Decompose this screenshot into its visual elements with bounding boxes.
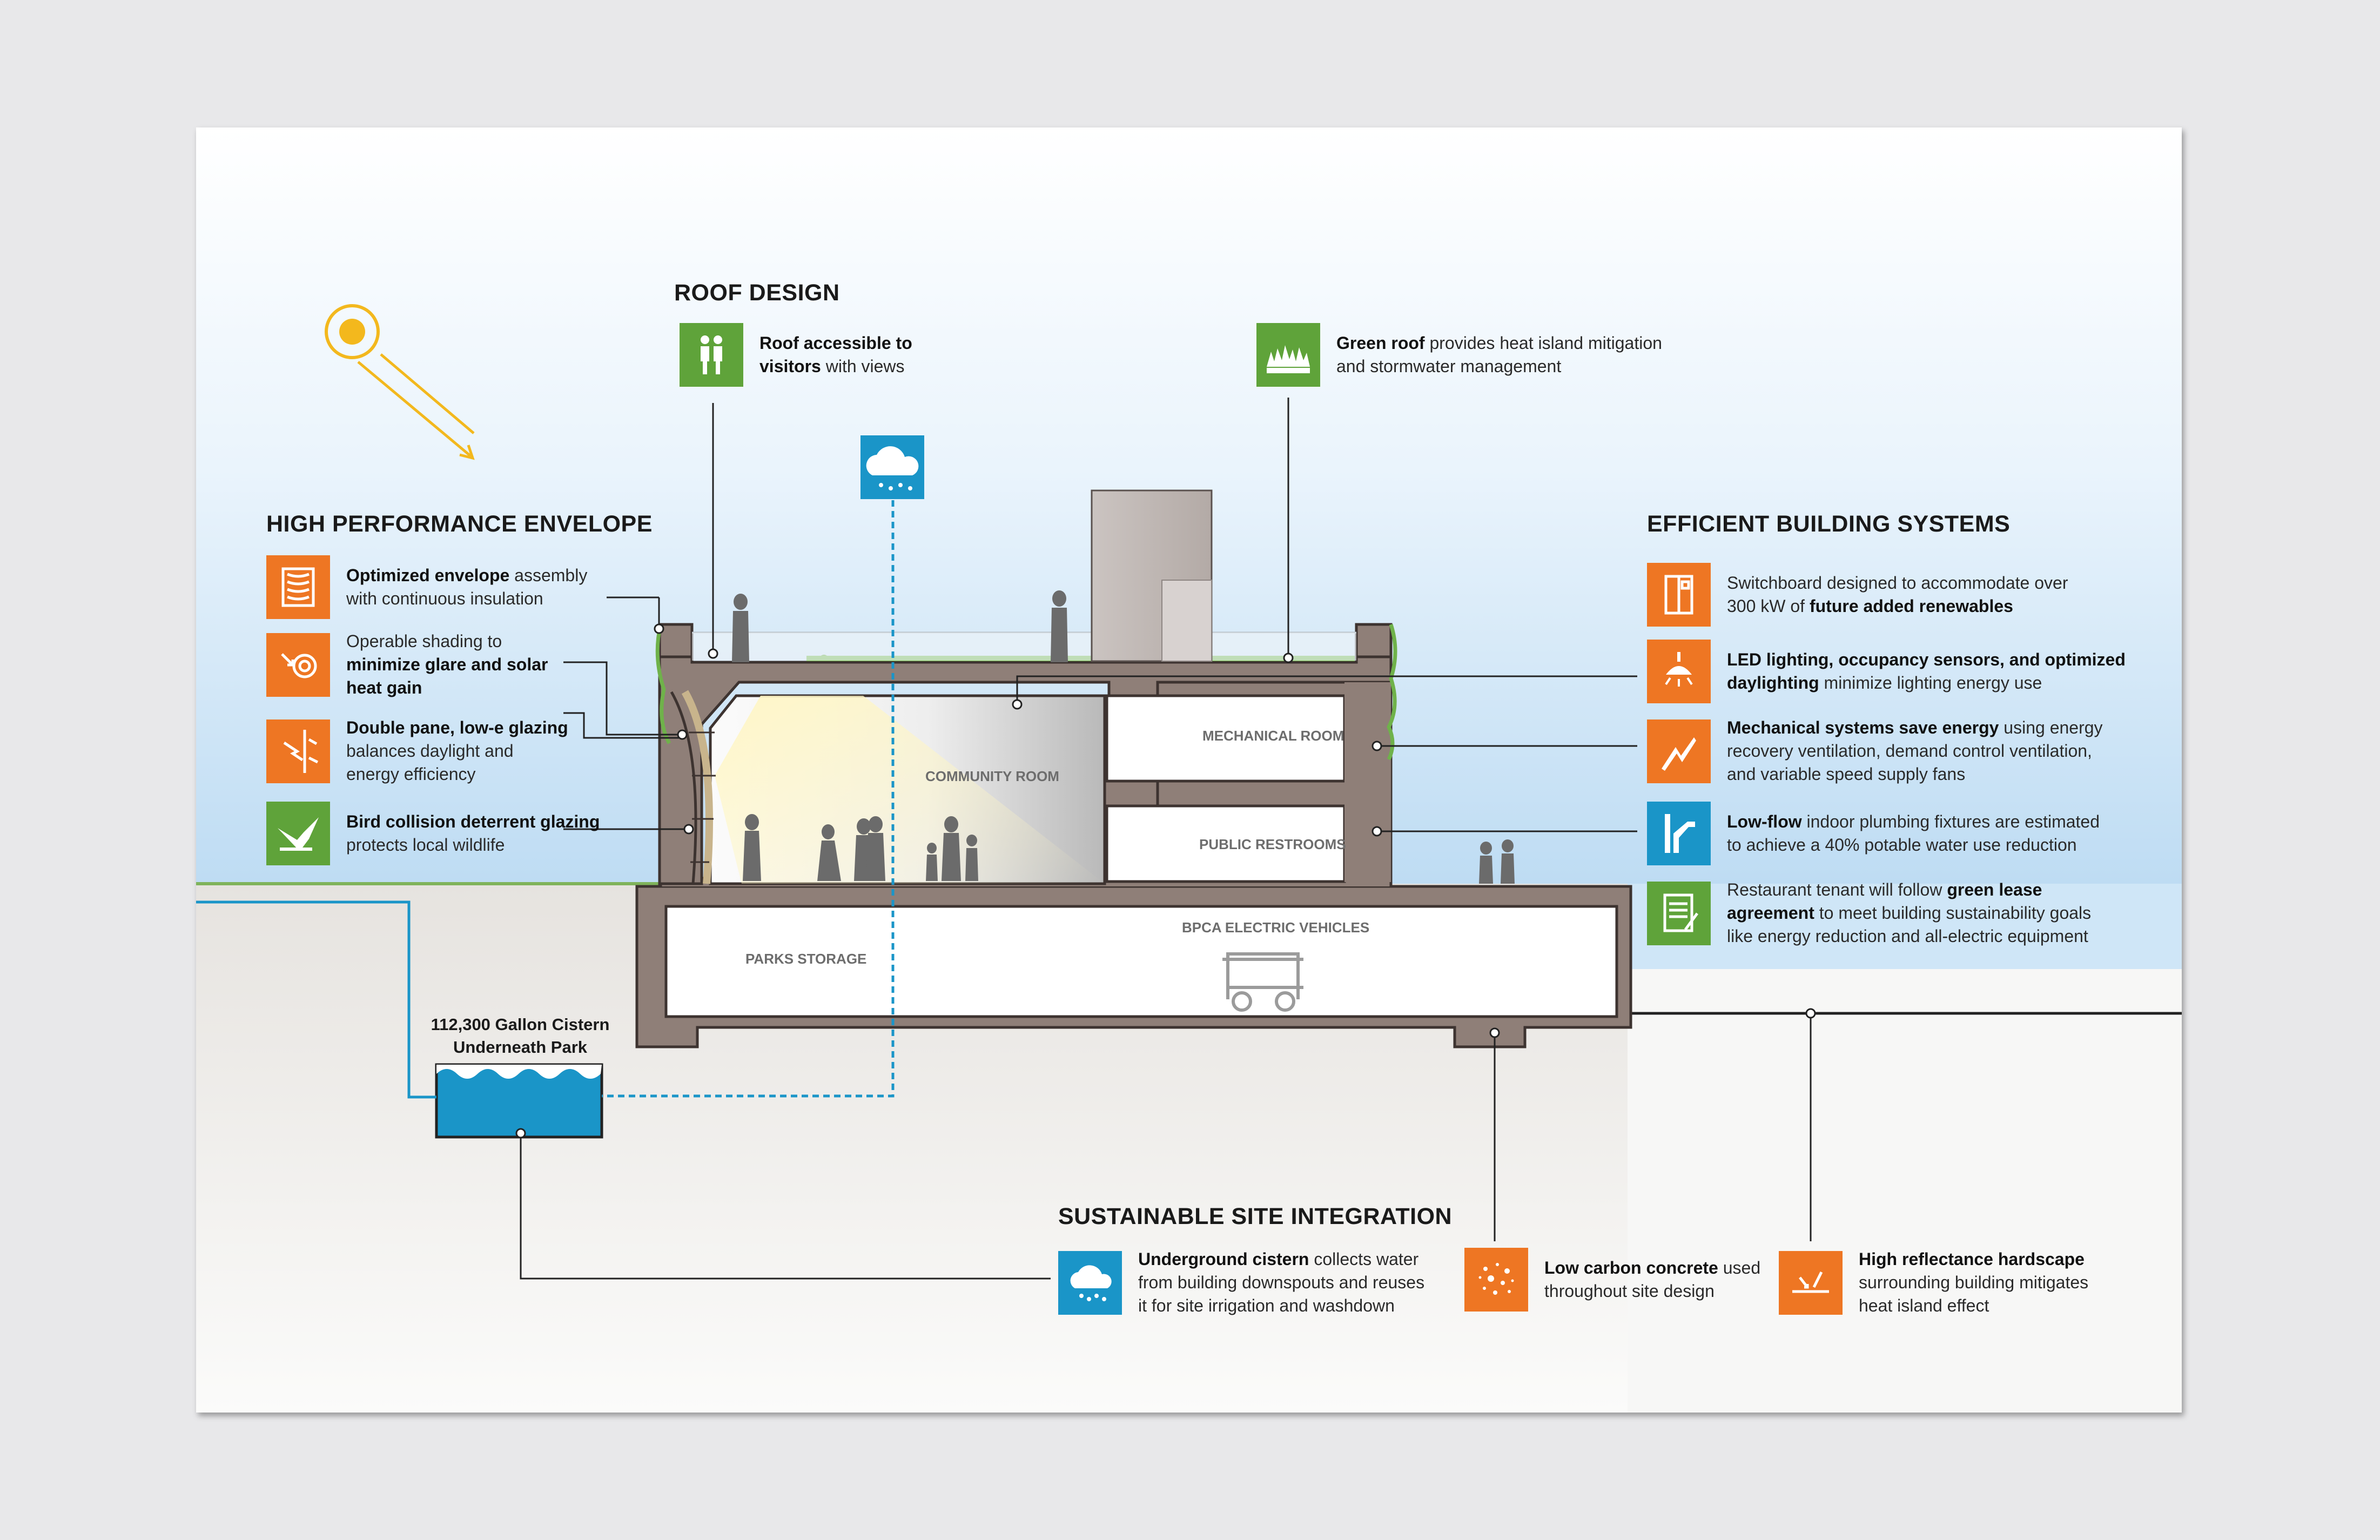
site-item-hardscape: High reflectance hardscape surrounding b… bbox=[1779, 1248, 2088, 1317]
envelope-item-insulation: Optimized envelope assembly with continu… bbox=[266, 555, 587, 619]
mechanical-icon bbox=[1647, 719, 1711, 783]
hardscape-icon bbox=[1779, 1250, 1843, 1315]
cistern-caption-line1: 112,300 Gallon Cistern bbox=[431, 1015, 610, 1034]
envelope-item-shading: Operable shading to minimize glare and s… bbox=[266, 630, 548, 700]
systems-item-lighting: LED lighting, occupancy sensors, and opt… bbox=[1647, 640, 2126, 703]
people-silhouettes bbox=[732, 590, 1515, 884]
site-item-cistern: Underground cistern collects water from … bbox=[1058, 1248, 1424, 1317]
heading-roof-design: ROOF DESIGN bbox=[674, 280, 840, 306]
glazing-icon bbox=[266, 719, 330, 783]
systems-item-lease: Restaurant tenant will follow green leas… bbox=[1647, 878, 2091, 948]
shading-icon bbox=[266, 633, 330, 697]
heading-envelope: HIGH PERFORMANCE ENVELOPE bbox=[266, 511, 653, 537]
roof-item-green-roof: Green roof provides heat island mitigati… bbox=[1256, 323, 1662, 387]
leader-lines bbox=[520, 398, 1812, 1280]
envelope-item-bird: Bird collision deterrent glazing protect… bbox=[266, 802, 600, 865]
roof-item-visitors: Roof accessible to visitors with views bbox=[680, 323, 912, 387]
envelope-item-glazing: Double pane, low-e glazing balances dayl… bbox=[266, 716, 568, 786]
cistern-caption-line2: Underneath Park bbox=[453, 1038, 588, 1057]
building-section-drawing bbox=[196, 127, 2182, 1413]
systems-item-switchboard: Switchboard designed to accommodate over… bbox=[1647, 563, 2068, 627]
rain-cloud-icon bbox=[1058, 1250, 1122, 1315]
visitors-icon bbox=[680, 323, 743, 387]
heading-site: SUSTAINABLE SITE INTEGRATION bbox=[1058, 1203, 1453, 1229]
room-label-vehicles: BPCA ELECTRIC VEHICLES bbox=[1182, 919, 1370, 936]
lighting-icon bbox=[1647, 640, 1711, 703]
plumbing-icon bbox=[1647, 802, 1711, 865]
lease-icon bbox=[1647, 881, 1711, 945]
concrete-icon bbox=[1464, 1248, 1528, 1312]
bird-icon bbox=[266, 802, 330, 865]
diagram-board: COMMUNITY ROOM MECHANICAL ROOM PUBLIC RE… bbox=[196, 127, 2182, 1413]
room-label-mechanical: MECHANICAL ROOM bbox=[1202, 728, 1344, 744]
cistern-caption: 112,300 Gallon Cistern Underneath Park bbox=[415, 1013, 626, 1059]
sun-icon bbox=[325, 304, 475, 460]
room-label-storage: PARKS STORAGE bbox=[745, 951, 867, 967]
systems-item-plumbing: Low-flow indoor plumbing fixtures are es… bbox=[1647, 802, 2100, 865]
switchboard-icon bbox=[1647, 563, 1711, 627]
rain-cloud-icon-building bbox=[860, 435, 924, 499]
systems-item-mechanical: Mechanical systems save energy using ene… bbox=[1647, 716, 2103, 786]
room-label-restrooms: PUBLIC RESTROOMS bbox=[1199, 836, 1346, 852]
curved-glazing bbox=[670, 690, 716, 884]
green-roof-icon bbox=[1256, 323, 1320, 387]
room-label-community: COMMUNITY ROOM bbox=[925, 768, 1059, 784]
heading-systems: EFFICIENT BUILDING SYSTEMS bbox=[1647, 511, 2011, 537]
insulation-icon bbox=[266, 555, 330, 619]
cistern-tank bbox=[435, 1063, 603, 1139]
golf-cart-icon bbox=[1222, 952, 1303, 1012]
site-item-concrete: Low carbon concrete used throughout site… bbox=[1464, 1248, 1760, 1312]
